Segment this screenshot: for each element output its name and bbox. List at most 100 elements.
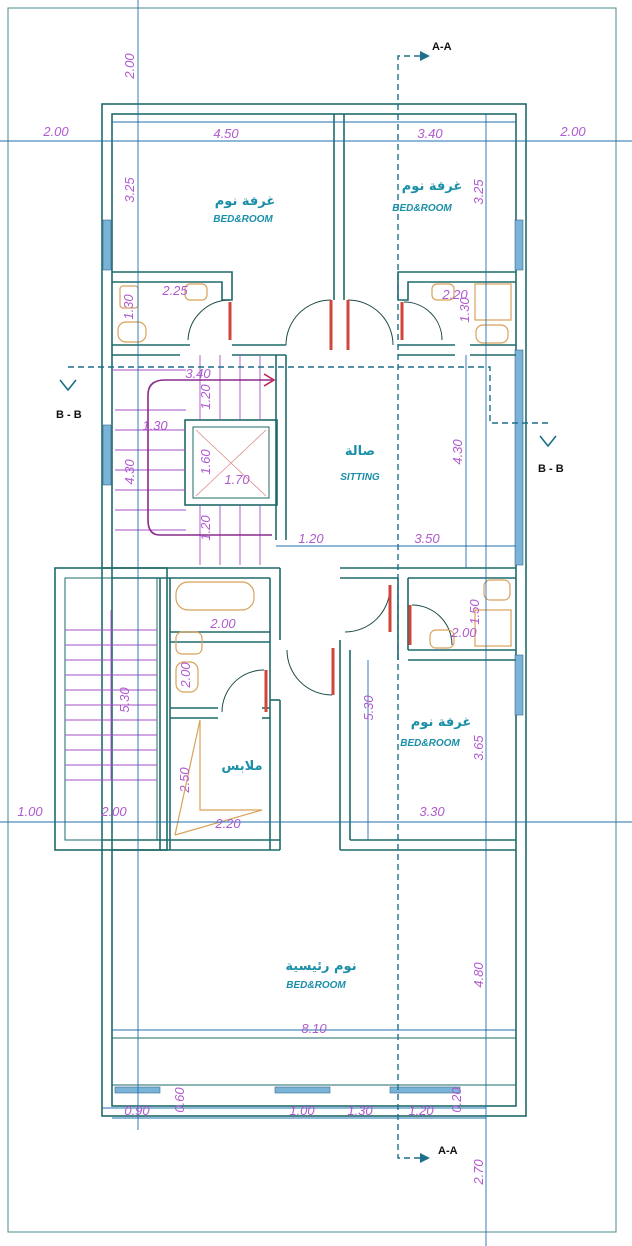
windows	[102, 219, 524, 1094]
dim-bed1-height: 3.25	[122, 177, 137, 203]
dim-dressing-height: 2.50	[177, 767, 192, 794]
window-master-3	[389, 1086, 461, 1094]
dim-b-0-60: 0.60	[172, 1087, 187, 1113]
window-stair	[102, 424, 112, 486]
section-bb-line	[68, 366, 548, 424]
shower-bath2	[474, 283, 512, 321]
window-bed2	[514, 219, 524, 271]
dim-elevator-height: 1.60	[198, 449, 213, 475]
secondary-staircase	[65, 610, 157, 781]
dim-b-1-30: 1.30	[347, 1103, 373, 1118]
dim-bath4-width: 2.00	[450, 625, 477, 640]
door-bed2	[347, 299, 394, 346]
dimension-texts: 2.00 2.00 2.00 4.50 3.40 3.25 3.25 2.25 …	[17, 53, 586, 1186]
dim-bed3-side: 5.30	[361, 695, 376, 721]
dim-sitting-height: 4.30	[450, 439, 465, 465]
room-master-ar: نوم رئيسية	[285, 959, 356, 974]
section-lines	[59, 51, 557, 1163]
section-bb-right-label: B - B	[538, 463, 564, 475]
door-master	[286, 649, 333, 696]
door-bed1	[285, 299, 332, 346]
dim-b-0-90: 0.90	[124, 1103, 150, 1118]
dim-stair-v1: 1.20	[198, 384, 213, 410]
toilet-bath1	[117, 321, 147, 343]
dim-dressing-width: 2.20	[214, 816, 241, 831]
toilet-bath3	[175, 661, 199, 693]
room-sitting-en: SITTING	[340, 472, 380, 483]
basin-bath2	[431, 283, 455, 301]
outer-walls	[101, 103, 527, 1117]
room-labels: غرفة نوم BED&ROOM غرفة نوم BED&ROOM صالة…	[213, 179, 471, 991]
section-aa-bottom-label: A-A	[438, 1145, 458, 1157]
dim-stair-side: 4.30	[122, 459, 137, 485]
dim-bath3-width: 2.00	[209, 616, 236, 631]
window-sitting	[514, 349, 524, 566]
dim-b-2-70: 2.70	[471, 1159, 486, 1186]
dim-right-2-00: 2.00	[559, 124, 586, 139]
dim-bath2-width: 2.20	[441, 287, 468, 302]
fixtures	[117, 283, 512, 836]
toilet-bath4	[429, 629, 455, 649]
dim-bed3-height: 3.65	[471, 735, 486, 761]
basin-bath1	[184, 283, 208, 301]
dim-bath2-height: 1.30	[457, 297, 472, 323]
internal-walls	[54, 114, 516, 1086]
dim-sitting-w1: 1.20	[298, 531, 324, 546]
door-bath4	[411, 604, 453, 646]
dim-bed3-width: 3.30	[419, 804, 445, 819]
main-staircase	[112, 355, 276, 565]
sink-bath4	[483, 579, 511, 601]
dim-left-1-00: 1.00	[17, 804, 43, 819]
dim-master-width: 8.10	[301, 1021, 327, 1036]
dim-left-2-00: 2.00	[42, 124, 69, 139]
section-labels: A-A A-A B - B B - B	[56, 41, 564, 1157]
room-bedroom-left-ar: غرفة نوم	[215, 194, 275, 209]
dim-sitting-w2: 3.50	[414, 531, 440, 546]
room-bedroom-right-ar: غرفة نوم	[402, 179, 462, 194]
dim-master-height: 4.80	[471, 962, 486, 988]
dim-b-1-00: 1.00	[289, 1103, 315, 1118]
window-master-2	[274, 1086, 331, 1094]
window-master-1	[114, 1086, 161, 1094]
dim-stair-width: 1.30	[142, 418, 168, 433]
dim-bed2-height: 3.25	[471, 179, 486, 205]
dim-elevator-width: 1.70	[224, 472, 250, 487]
window-bed3	[514, 654, 524, 716]
dim-b-0-20: 0.20	[449, 1087, 464, 1113]
dim-bath3-height: 2.00	[178, 662, 193, 689]
room-bedroom-mid-en: BED&ROOM	[400, 738, 460, 749]
dim-bath4-height: 1.50	[467, 599, 482, 625]
dim-stair2-height: 5.30	[117, 687, 132, 713]
room-sitting-ar: صالة	[345, 444, 375, 459]
door-dressing	[221, 669, 265, 713]
room-master-en: BED&ROOM	[286, 980, 346, 991]
doors	[187, 299, 453, 713]
dim-stair2-width: 2.00	[100, 804, 127, 819]
room-dressing-ar: ملابس	[221, 759, 262, 774]
dim-b-1-20: 1.20	[408, 1103, 434, 1118]
door-bath1	[187, 299, 231, 341]
wardrobe	[199, 720, 262, 811]
dim-bath1-height: 1.30	[121, 294, 136, 320]
room-bedroom-right-en: BED&ROOM	[392, 203, 452, 214]
window-bed1	[102, 219, 112, 271]
dim-bath1-width: 2.25	[161, 283, 188, 298]
toilet-bath2	[475, 324, 509, 344]
room-bedroom-left-en: BED&ROOM	[213, 214, 273, 225]
dim-top-2-00: 2.00	[122, 53, 137, 80]
dim-bed2-width: 3.40	[417, 126, 443, 141]
shower-bath4	[474, 609, 512, 647]
section-aa-top-label: A-A	[432, 41, 452, 53]
door-bed3	[344, 586, 391, 633]
plot-boundary	[7, 7, 617, 1233]
room-bedroom-mid-ar: غرفة نوم	[411, 715, 471, 730]
door-bath2	[403, 301, 443, 341]
dim-stair-top: 3.40	[185, 366, 211, 381]
bathtub	[175, 581, 255, 611]
sink-bath3	[175, 631, 203, 655]
section-bb-left-label: B - B	[56, 409, 82, 421]
dim-stair-v2: 1.20	[198, 515, 213, 541]
dim-bed1-width: 4.50	[213, 126, 239, 141]
